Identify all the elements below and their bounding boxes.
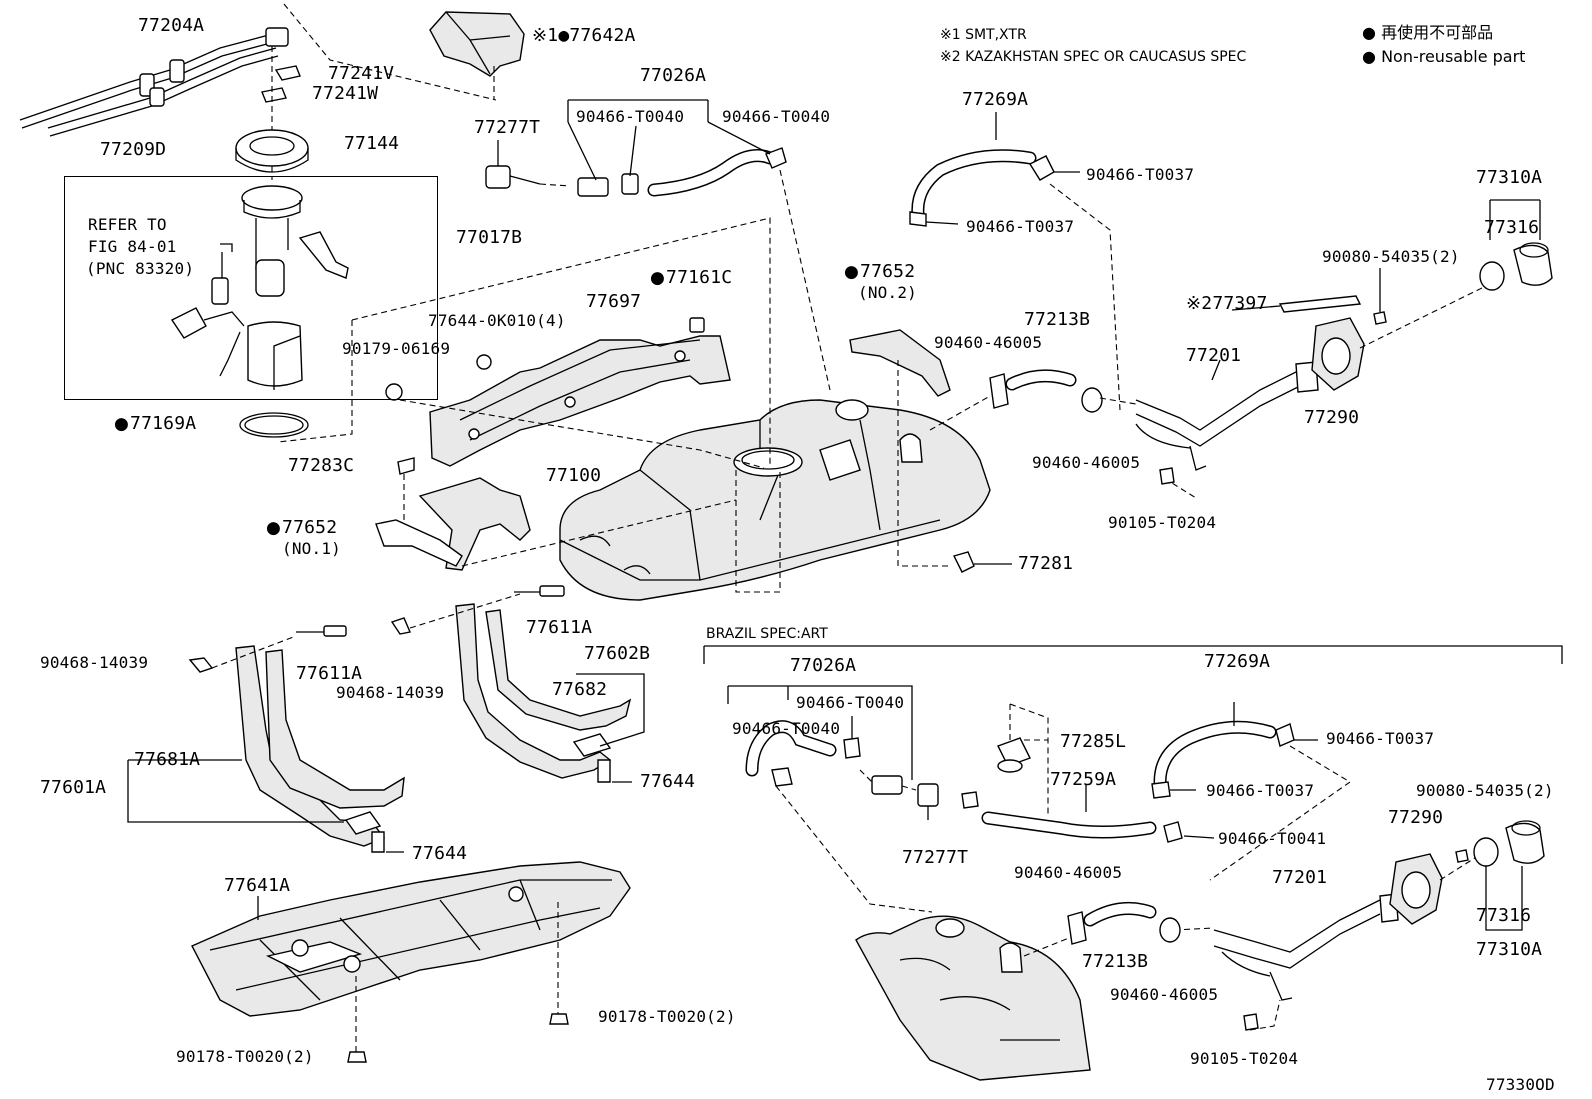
part-label-77652-no2[interactable]: 77652 bbox=[844, 262, 915, 282]
refer-line-2: FIG 84-01 bbox=[88, 237, 177, 256]
vent-line-drawing bbox=[485, 99, 831, 391]
non-reusable-dot-icon: ● bbox=[1362, 47, 1376, 66]
part-label-77652-no1-sub: (NO.1) bbox=[282, 539, 341, 558]
legend-english: ● Non-reusable part bbox=[1362, 47, 1526, 66]
part-label-77316[interactable]: 77316 bbox=[1484, 217, 1540, 238]
legend-japanese: ● 再使用不可部品 bbox=[1362, 23, 1494, 42]
part-label-77644-b[interactable]: 77644 bbox=[412, 843, 468, 864]
part-label-77281[interactable]: 77281 bbox=[1018, 553, 1074, 574]
part-label-77644-0K010[interactable]: 77644-0K010(4) bbox=[428, 311, 566, 330]
part-label-90466-T0040-b[interactable]: 90466-T0040 bbox=[722, 107, 831, 126]
brazil-section-title: BRAZIL SPEC:ART bbox=[706, 626, 828, 642]
part-label-77204A[interactable]: 77204A bbox=[138, 15, 205, 36]
brazil-part-label-90466-T0041[interactable]: 90466-T0041 bbox=[1218, 829, 1327, 848]
part-label-77201[interactable]: 77201 bbox=[1186, 345, 1242, 366]
part-label-77209D[interactable]: 77209D bbox=[100, 139, 167, 160]
brazil-part-label-90460-46005-b[interactable]: 90460-46005 bbox=[1110, 985, 1219, 1004]
part-label-77026A[interactable]: 77026A bbox=[640, 65, 707, 86]
non-reusable-dot-icon: ● bbox=[1362, 23, 1376, 42]
part-label-77241V[interactable]: 77241V bbox=[328, 63, 395, 84]
brazil-part-label-77290[interactable]: 77290 bbox=[1388, 807, 1444, 828]
part-label-77269A[interactable]: 77269A bbox=[962, 89, 1029, 110]
brazil-part-label-77026A[interactable]: 77026A bbox=[790, 655, 857, 676]
tank-straps-drawing bbox=[235, 603, 632, 847]
brazil-part-label-90466-T0040-b[interactable]: 90466-T0040 bbox=[732, 719, 841, 738]
part-label-90460-46005-a[interactable]: 90460-46005 bbox=[934, 333, 1043, 352]
part-label-77682[interactable]: 77682 bbox=[552, 679, 608, 700]
brazil-part-label-77310A[interactable]: 77310A bbox=[1476, 939, 1543, 960]
fuel-pump-assembly-drawing bbox=[170, 185, 349, 390]
spec-note-1: ※1 SMT,XTR bbox=[940, 27, 1027, 43]
part-label-77602B[interactable]: 77602B bbox=[584, 643, 651, 664]
part-label-90466-T0040-a[interactable]: 90466-T0040 bbox=[576, 107, 685, 126]
part-label-77652-no2-sub: (NO.2) bbox=[858, 283, 917, 302]
part-label-77641A[interactable]: 77641A bbox=[224, 875, 291, 896]
part-label-77397[interactable]: ※277397 bbox=[1186, 293, 1268, 314]
brazil-part-label-90105-T0204[interactable]: 90105-T0204 bbox=[1190, 1049, 1299, 1068]
part-label-77644-a[interactable]: 77644 bbox=[640, 771, 696, 792]
part-label-77611A-a[interactable]: 77611A bbox=[526, 617, 593, 638]
part-label-77611A-b[interactable]: 77611A bbox=[296, 663, 363, 684]
part-label-90468-14039-b[interactable]: 90468-14039 bbox=[336, 683, 445, 702]
brazil-part-label-90466-T0037-b[interactable]: 90466-T0037 bbox=[1206, 781, 1315, 800]
brazil-part-label-77316[interactable]: 77316 bbox=[1476, 905, 1532, 926]
part-label-90105-T0204[interactable]: 90105-T0204 bbox=[1108, 513, 1217, 532]
brazil-part-label-77269A[interactable]: 77269A bbox=[1204, 651, 1271, 672]
brazil-part-label-90460-46005-a[interactable]: 90460-46005 bbox=[1014, 863, 1123, 882]
skid-plate-drawing bbox=[191, 861, 631, 1017]
part-label-77290[interactable]: 77290 bbox=[1304, 407, 1360, 428]
part-label-77169A[interactable]: 77169A bbox=[114, 414, 196, 434]
part-label-90460-46005-b[interactable]: 90460-46005 bbox=[1032, 453, 1141, 472]
spec-note-2: ※2 KAZAKHSTAN SPEC OR CAUCASUS SPEC bbox=[940, 49, 1247, 65]
part-label-77283C[interactable]: 77283C bbox=[288, 455, 355, 476]
refer-line-1: REFER TO bbox=[88, 215, 167, 234]
part-label-77652-no1[interactable]: 77652 bbox=[266, 518, 337, 538]
figure-code: 77330OD bbox=[1486, 1075, 1555, 1094]
part-label-77681A[interactable]: 77681A bbox=[134, 749, 201, 770]
part-label-90468-14039-a[interactable]: 90468-14039 bbox=[40, 653, 149, 672]
part-label-77100[interactable]: 77100 bbox=[546, 465, 602, 486]
lock-ring-drawing bbox=[235, 129, 309, 173]
refer-line-3: (PNC 83320) bbox=[86, 259, 195, 278]
part-label-90466-T0037-b[interactable]: 90466-T0037 bbox=[966, 217, 1075, 236]
brazil-part-label-77213B[interactable]: 77213B bbox=[1082, 951, 1149, 972]
brazil-part-label-77201[interactable]: 77201 bbox=[1272, 867, 1328, 888]
part-label-77017B[interactable]: 77017B bbox=[456, 227, 523, 248]
brazil-part-label-90466-T0037-a[interactable]: 90466-T0037 bbox=[1326, 729, 1435, 748]
part-label-77601A[interactable]: 77601A bbox=[40, 777, 107, 798]
brazil-part-label-90080-54035[interactable]: 90080-54035(2) bbox=[1416, 781, 1554, 800]
tank-protector-bracket-drawing bbox=[429, 335, 731, 467]
brazil-part-label-77277T[interactable]: 77277T bbox=[902, 847, 969, 868]
part-label-77642A[interactable]: ※1●77642A bbox=[532, 25, 636, 46]
brazil-part-label-77259A[interactable]: 77259A bbox=[1050, 769, 1117, 790]
part-label-90179-06169[interactable]: 90179-06169 bbox=[342, 339, 451, 358]
fuel-tank-drawing bbox=[559, 399, 991, 601]
part-label-90178-T0020-b[interactable]: 90178-T0020(2) bbox=[176, 1047, 314, 1066]
part-label-77241W[interactable]: 77241W bbox=[312, 83, 379, 104]
part-label-77213B[interactable]: 77213B bbox=[1024, 309, 1091, 330]
part-label-77277T[interactable]: 77277T bbox=[474, 117, 541, 138]
cover-drawing bbox=[429, 11, 525, 77]
fuel-hose-set-drawing bbox=[19, 27, 289, 137]
brazil-part-label-90466-T0040-a[interactable]: 90466-T0040 bbox=[796, 693, 905, 712]
part-label-77697[interactable]: 77697 bbox=[586, 291, 642, 312]
part-label-90466-T0037-a[interactable]: 90466-T0037 bbox=[1086, 165, 1195, 184]
part-label-90178-T0020-a[interactable]: 90178-T0020(2) bbox=[598, 1007, 736, 1026]
part-label-77310A[interactable]: 77310A bbox=[1476, 167, 1543, 188]
part-label-90080-54035[interactable]: 90080-54035(2) bbox=[1322, 247, 1460, 266]
part-label-77144[interactable]: 77144 bbox=[344, 133, 400, 154]
part-label-77161C[interactable]: 77161C bbox=[650, 268, 732, 288]
brazil-part-label-77285L[interactable]: 77285L bbox=[1060, 731, 1127, 752]
fuel-pump-assembly-box bbox=[64, 176, 438, 400]
